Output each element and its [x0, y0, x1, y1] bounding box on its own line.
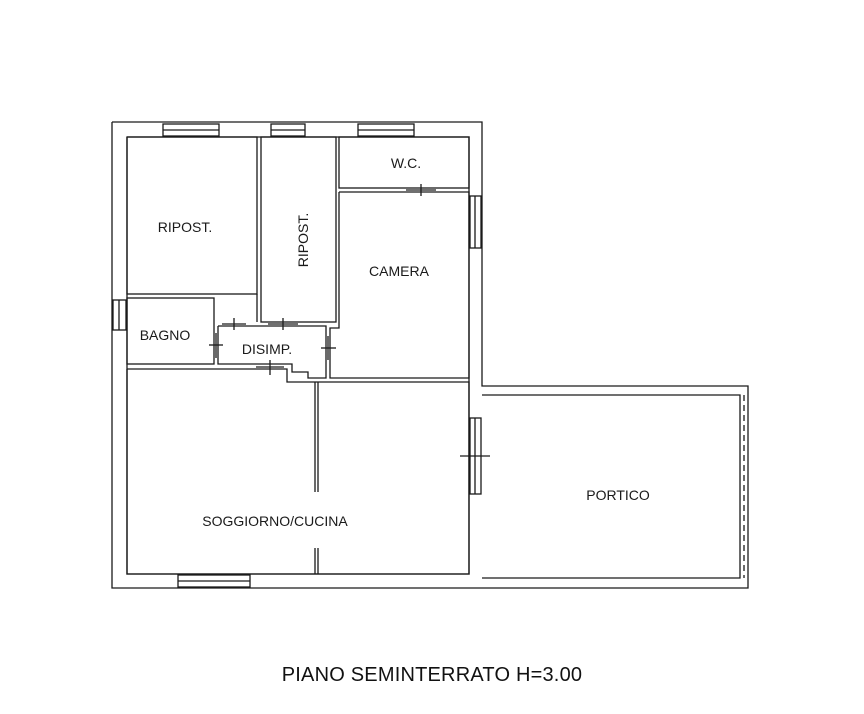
room-ripost-2	[260, 136, 337, 323]
label-ripost-1: RIPOST.	[158, 219, 212, 235]
room-ripost-1	[126, 136, 258, 295]
label-disimp: DISIMP.	[242, 341, 292, 357]
windows	[112, 123, 482, 588]
plan-caption: PIANO SEMINTERRATO H=3.00	[281, 664, 583, 686]
room-wc	[338, 136, 470, 189]
interior-walls	[126, 136, 470, 575]
label-camera: CAMERA	[369, 263, 430, 279]
door-marks	[209, 184, 490, 457]
room-soggiorno	[126, 368, 470, 575]
label-portico: PORTICO	[586, 487, 650, 503]
room-bagno	[126, 297, 215, 365]
room-labels: RIPOST. RIPOST. W.C. CAMERA BAGNO DISIMP…	[140, 155, 650, 529]
inner-wall-outline	[126, 136, 470, 575]
label-wc: W.C.	[391, 155, 421, 171]
outer-wall-outline	[111, 121, 749, 589]
label-bagno: BAGNO	[140, 327, 191, 343]
room-camera	[329, 191, 470, 379]
label-soggiorno: SOGGIORNO/CUCINA	[202, 513, 348, 529]
room-disimp	[217, 325, 327, 379]
portico-outline	[482, 394, 741, 579]
label-ripost-2: RIPOST.	[295, 213, 311, 267]
